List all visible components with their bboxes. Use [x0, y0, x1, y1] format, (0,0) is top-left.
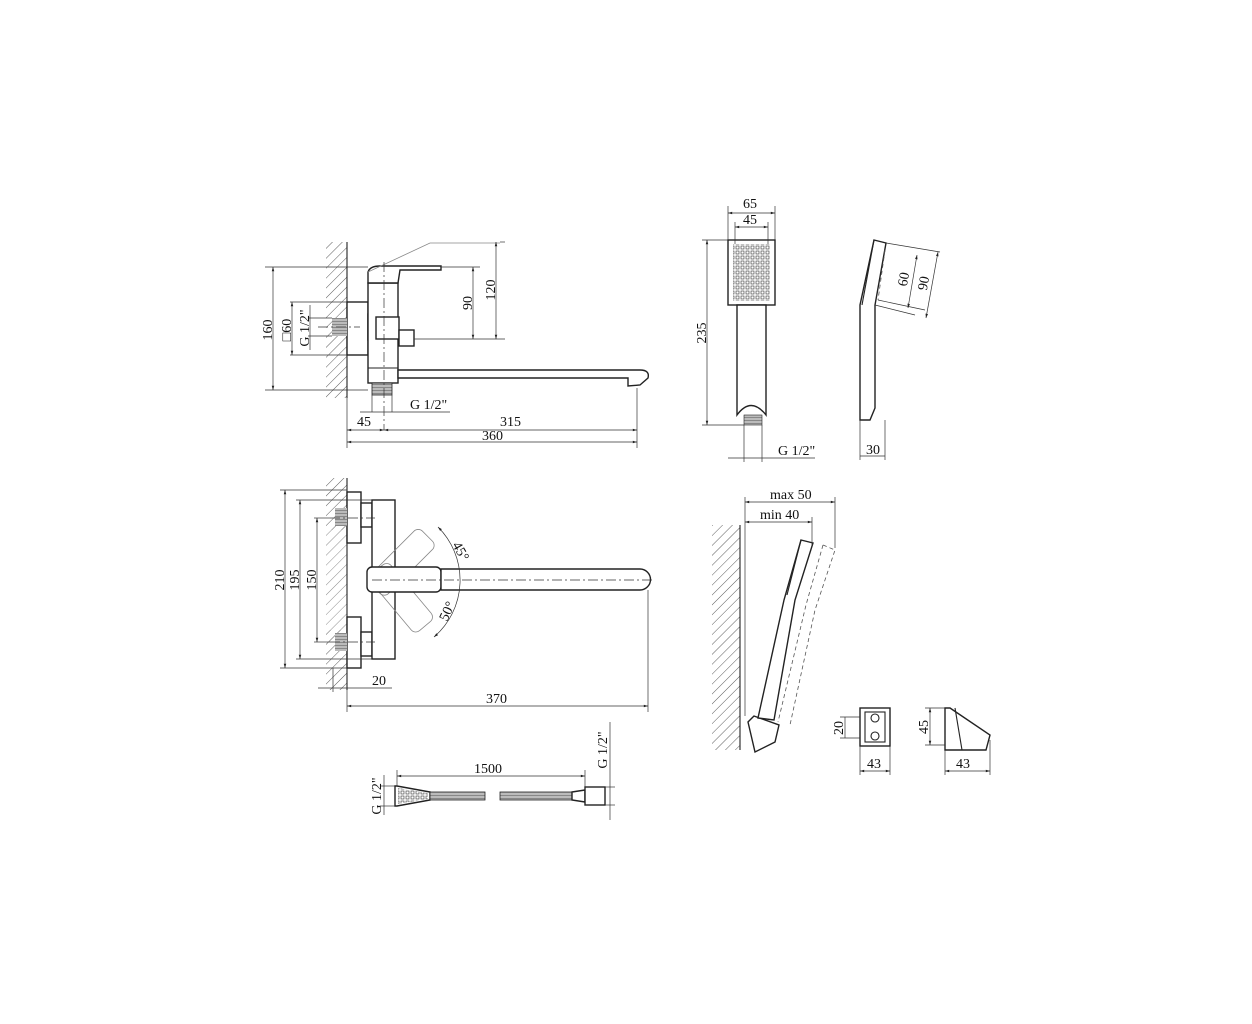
spray-grid	[733, 244, 770, 301]
holder-side: 45 43	[917, 707, 991, 775]
dim-gap-20: 20	[372, 674, 386, 689]
mixer-side-view: 160 □60 G 1/2" 90 120 G 1/2" 45 315 360	[261, 241, 650, 448]
dim-hose-thread-left: G 1/2"	[370, 777, 385, 814]
dim-min-40: min 40	[760, 508, 799, 523]
dim-reach-315: 315	[500, 415, 521, 430]
mixer-lever	[367, 265, 442, 284]
dim-inlet-thread: G 1/2"	[298, 309, 313, 346]
dim-flange-60: □60	[280, 319, 295, 341]
dim-holder-43: 43	[867, 757, 881, 772]
dim-holder-20: 20	[832, 721, 847, 735]
dim-outlet-thread: G 1/2"	[410, 398, 447, 413]
dim-height-160: 160	[261, 320, 276, 341]
dim-body-90: 90	[461, 296, 476, 310]
holder-front: 20 43	[832, 707, 891, 775]
dim-spacing-150: 150	[305, 570, 320, 591]
hand-shower-front: 65 45 235 G 1/2"	[695, 197, 815, 462]
dim-length-235: 235	[695, 323, 710, 344]
dim-holder-45: 45	[917, 720, 932, 734]
dim-lever-120: 120	[484, 280, 499, 301]
dim-spray-60: 60	[896, 271, 913, 287]
mixer-lever-top	[366, 566, 442, 593]
dim-depth-360: 360	[482, 429, 503, 444]
dim-head-90: 90	[916, 275, 933, 291]
shower-hose: 1500 G 1/2" G 1/2"	[370, 722, 615, 820]
hand-shower-side: 30 60 90	[859, 239, 941, 460]
dim-length-370: 370	[486, 692, 507, 707]
dim-offset-45: 45	[357, 415, 371, 430]
dim-max-50: max 50	[770, 488, 812, 503]
mixer-top-view: 45° 50° 210 195 150 20 370	[273, 478, 652, 712]
spout	[397, 369, 650, 387]
dim-thread: G 1/2"	[778, 444, 815, 459]
dim-hose-thread-right: G 1/2"	[596, 731, 611, 768]
dim-thickness-30: 30	[866, 443, 880, 458]
dim-holder-side-43: 43	[956, 757, 970, 772]
dim-height-195: 195	[288, 570, 303, 591]
dim-height-210: 210	[273, 570, 288, 591]
dim-angle-50: 50°	[437, 600, 459, 624]
wall-flange	[346, 301, 369, 356]
dim-angle-45: 45°	[449, 540, 472, 564]
angle-arc	[433, 526, 461, 638]
wall-holder-view: max 50 min 40	[712, 488, 836, 754]
dim-spray-45: 45	[743, 213, 757, 228]
dim-hose-1500: 1500	[474, 762, 502, 777]
dim-head-65: 65	[743, 197, 757, 212]
wall-hatch	[712, 525, 740, 750]
spout-top	[440, 568, 652, 591]
